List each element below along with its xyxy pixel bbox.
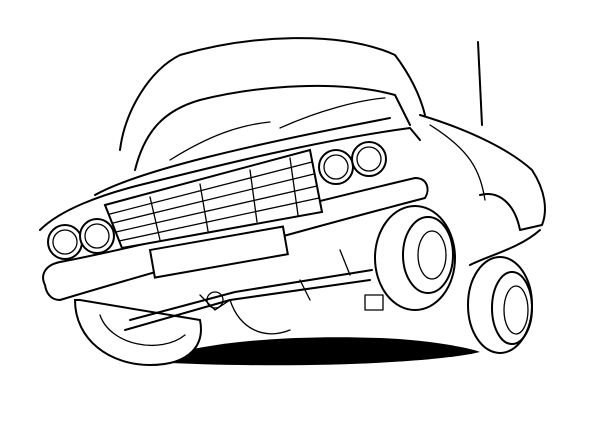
windshield <box>134 84 411 171</box>
rear-wheel <box>467 256 533 354</box>
roof <box>119 37 426 151</box>
ground-shadow <box>150 337 480 366</box>
antenna <box>477 41 483 126</box>
front-left-wheel <box>73 299 202 367</box>
hood <box>39 127 421 231</box>
front-right-wheel-lifted <box>374 205 456 311</box>
car-body <box>39 37 546 302</box>
rear-quarter <box>419 114 546 231</box>
license-plate-area <box>148 225 289 279</box>
undercarriage-suspension <box>124 249 384 335</box>
headlights <box>47 141 387 260</box>
